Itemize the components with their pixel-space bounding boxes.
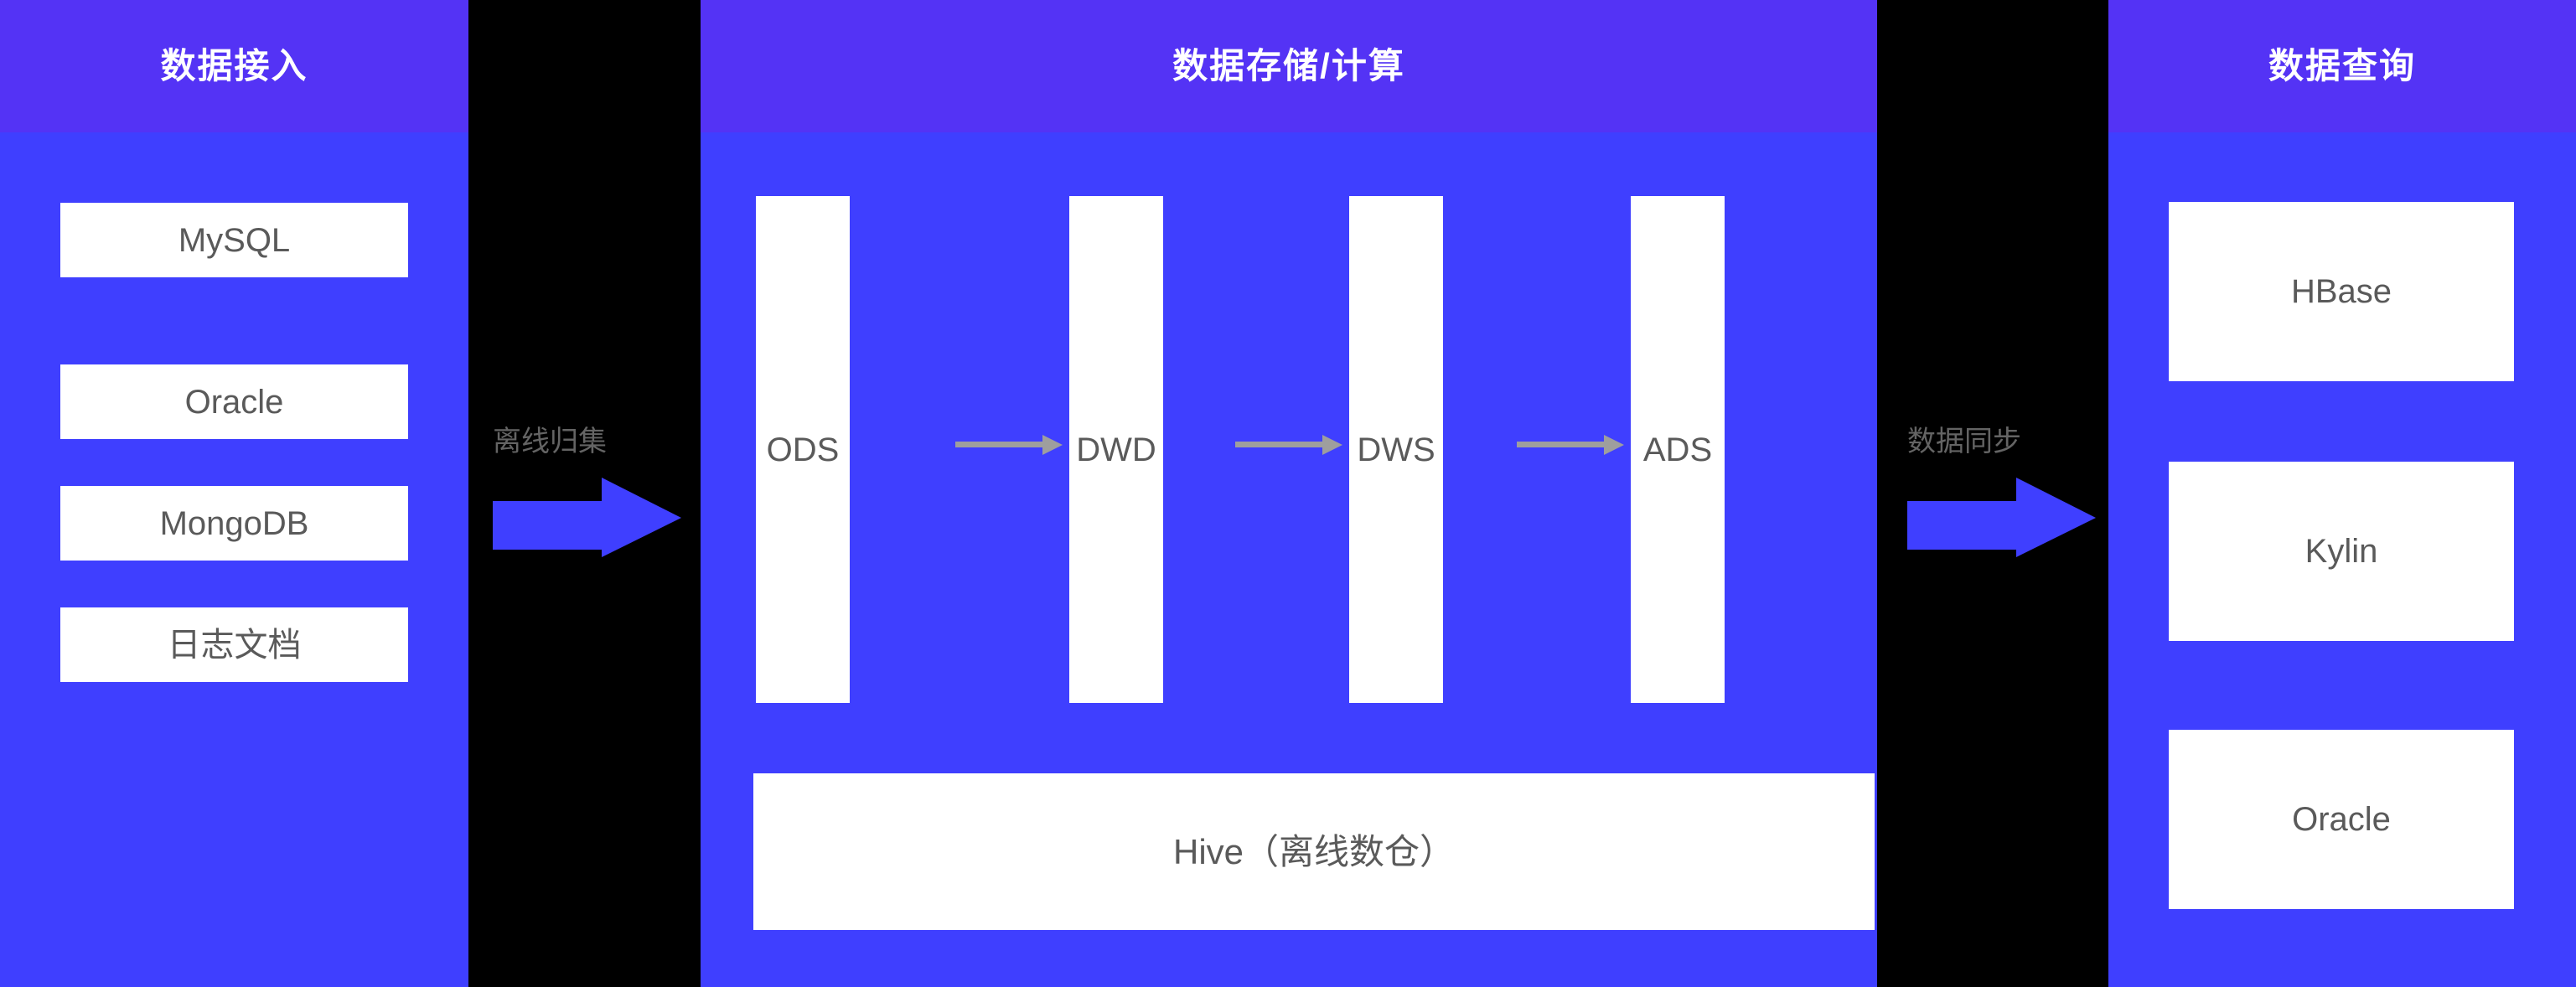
warehouse-platform-label: Hive（离线数仓） xyxy=(1172,831,1456,871)
panel-header-data-query: 数据查询 xyxy=(2108,0,2576,132)
arrow-tail xyxy=(1907,501,2023,550)
right-block-arrow-icon xyxy=(1907,478,2096,557)
source-card-mongodb[interactable]: MongoDB xyxy=(60,486,408,561)
warehouse-layer-label: ODS xyxy=(766,431,840,468)
source-card-label: MySQL xyxy=(178,221,291,259)
query-card-hbase[interactable]: HBase xyxy=(2169,202,2514,381)
connector-label-data-sync: 数据同步 xyxy=(1907,426,2021,457)
source-card-label: 日志文档 xyxy=(167,626,302,664)
arrow-head xyxy=(602,478,681,557)
source-card-label: Oracle xyxy=(184,383,284,421)
arrow-shaft xyxy=(1517,442,1606,447)
flow-arrow-dwd-to-dws-icon xyxy=(1235,435,1342,455)
panel-title-data-storage-compute: 数据存储/计算 xyxy=(1172,46,1405,85)
warehouse-layer-label: DWD xyxy=(1076,431,1156,468)
warehouse-layer-dwd[interactable]: DWD xyxy=(1069,196,1163,703)
warehouse-layer-ods[interactable]: ODS xyxy=(756,196,850,703)
warehouse-layer-dws[interactable]: DWS xyxy=(1349,196,1443,703)
arrow-head xyxy=(1042,435,1063,455)
arrow-head xyxy=(1322,435,1342,455)
arrow-head xyxy=(1604,435,1624,455)
query-card-label: Oracle xyxy=(2292,801,2391,838)
right-block-arrow-icon xyxy=(493,478,681,557)
panel-title-data-query: 数据查询 xyxy=(2268,46,2416,85)
warehouse-platform-hive[interactable]: Hive（离线数仓） xyxy=(753,773,1875,930)
arrow-head xyxy=(2016,478,2096,557)
query-card-label: HBase xyxy=(2290,273,2392,310)
warehouse-layer-label: ADS xyxy=(1642,431,1713,468)
arrow-tail xyxy=(493,501,608,550)
connector-data-sync: 数据同步 xyxy=(1907,427,2108,557)
warehouse-layer-ads[interactable]: ADS xyxy=(1631,196,1725,703)
query-card-oracle[interactable]: Oracle xyxy=(2169,730,2514,909)
source-card-label: MongoDB xyxy=(159,504,309,542)
warehouse-layer-label: DWS xyxy=(1357,431,1435,468)
flow-arrow-ods-to-dwd-icon xyxy=(955,435,1063,455)
connector-label-offline-collection: 离线归集 xyxy=(493,426,607,457)
flow-arrow-dws-to-ads-icon xyxy=(1517,435,1624,455)
arrow-shaft xyxy=(955,442,1044,447)
source-card-mysql[interactable]: MySQL xyxy=(60,203,408,277)
panel-title-data-ingest: 数据接入 xyxy=(160,46,308,85)
query-card-label: Kylin xyxy=(2304,533,2378,570)
arrow-shaft xyxy=(1235,442,1324,447)
panel-header-data-storage-compute: 数据存储/计算 xyxy=(701,0,1877,132)
source-card-log-document[interactable]: 日志文档 xyxy=(60,607,408,682)
query-card-kylin[interactable]: Kylin xyxy=(2169,462,2514,641)
panel-header-data-ingest: 数据接入 xyxy=(0,0,468,132)
connector-offline-collection: 离线归集 xyxy=(493,427,694,557)
source-card-oracle[interactable]: Oracle xyxy=(60,364,408,439)
